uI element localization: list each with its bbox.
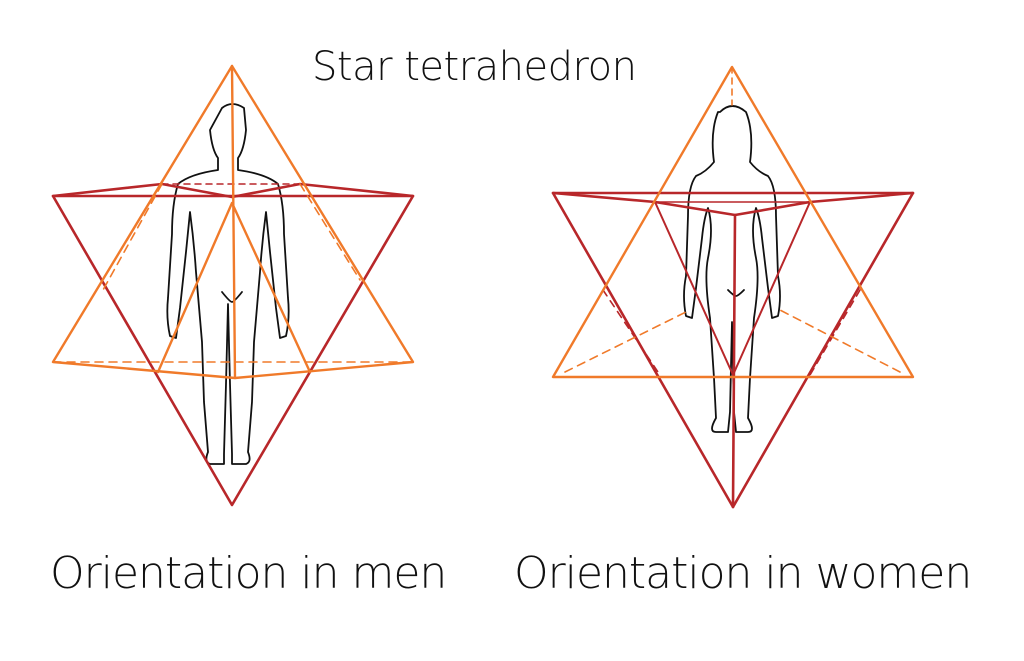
caption-women: Orientation in women — [514, 548, 972, 599]
caption-men: Orientation in men — [50, 548, 447, 599]
women-downward-tetrahedron — [551, 191, 915, 509]
women-upward-tetrahedron — [551, 65, 915, 379]
women-figure — [683, 105, 781, 433]
diagram-title: Star tetrahedron — [312, 44, 637, 90]
men-upward-tetrahedron — [51, 64, 415, 380]
men-figure — [166, 103, 290, 465]
